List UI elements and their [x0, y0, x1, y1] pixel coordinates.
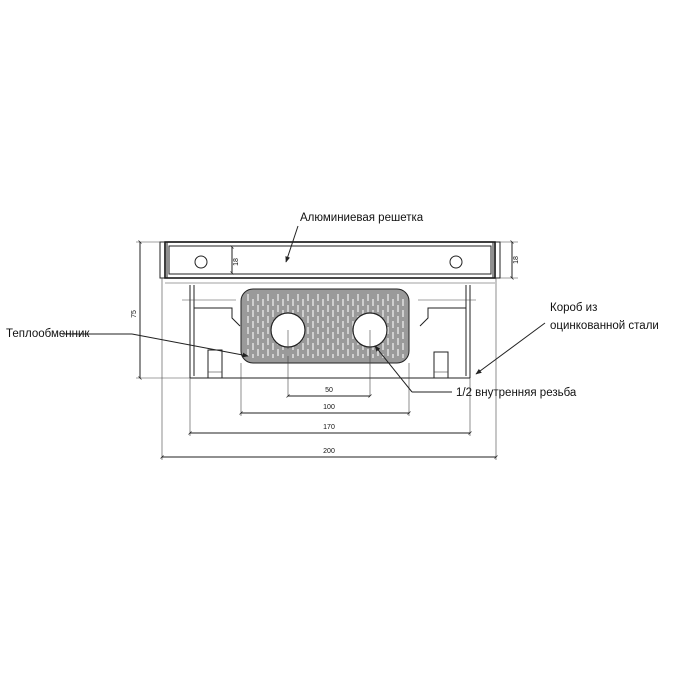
heat-exchanger	[240, 288, 410, 396]
dim-height-total: 75	[131, 310, 138, 318]
dim-exchanger-width: 100	[323, 404, 335, 411]
dim-box-width: 170	[323, 424, 335, 431]
dimension-lines	[136, 240, 518, 460]
label-aluminium-grille: Алюминиевая решетка	[300, 212, 424, 224]
dim-pipe-spacing: 50	[325, 387, 333, 394]
grille-fixing-hole-right	[449, 255, 463, 269]
dim-grille-height-right: 18	[513, 256, 520, 264]
callout-leaders	[62, 225, 546, 393]
label-steel-box-line1: Короб из	[550, 302, 597, 314]
aluminium-grille	[159, 241, 501, 284]
dim-overall-width: 200	[323, 448, 335, 455]
label-steel-box-line2: оцинкованной стали	[550, 320, 659, 332]
grille-fixing-hole-left	[194, 255, 208, 269]
box-leg-left	[207, 349, 223, 379]
label-internal-thread: 1/2 внутренняя резьба	[456, 387, 577, 399]
label-heat-exchanger: Теплообменник	[6, 328, 90, 340]
box-leg-right	[433, 351, 449, 379]
dim-grille-height-left: 18	[233, 258, 240, 266]
